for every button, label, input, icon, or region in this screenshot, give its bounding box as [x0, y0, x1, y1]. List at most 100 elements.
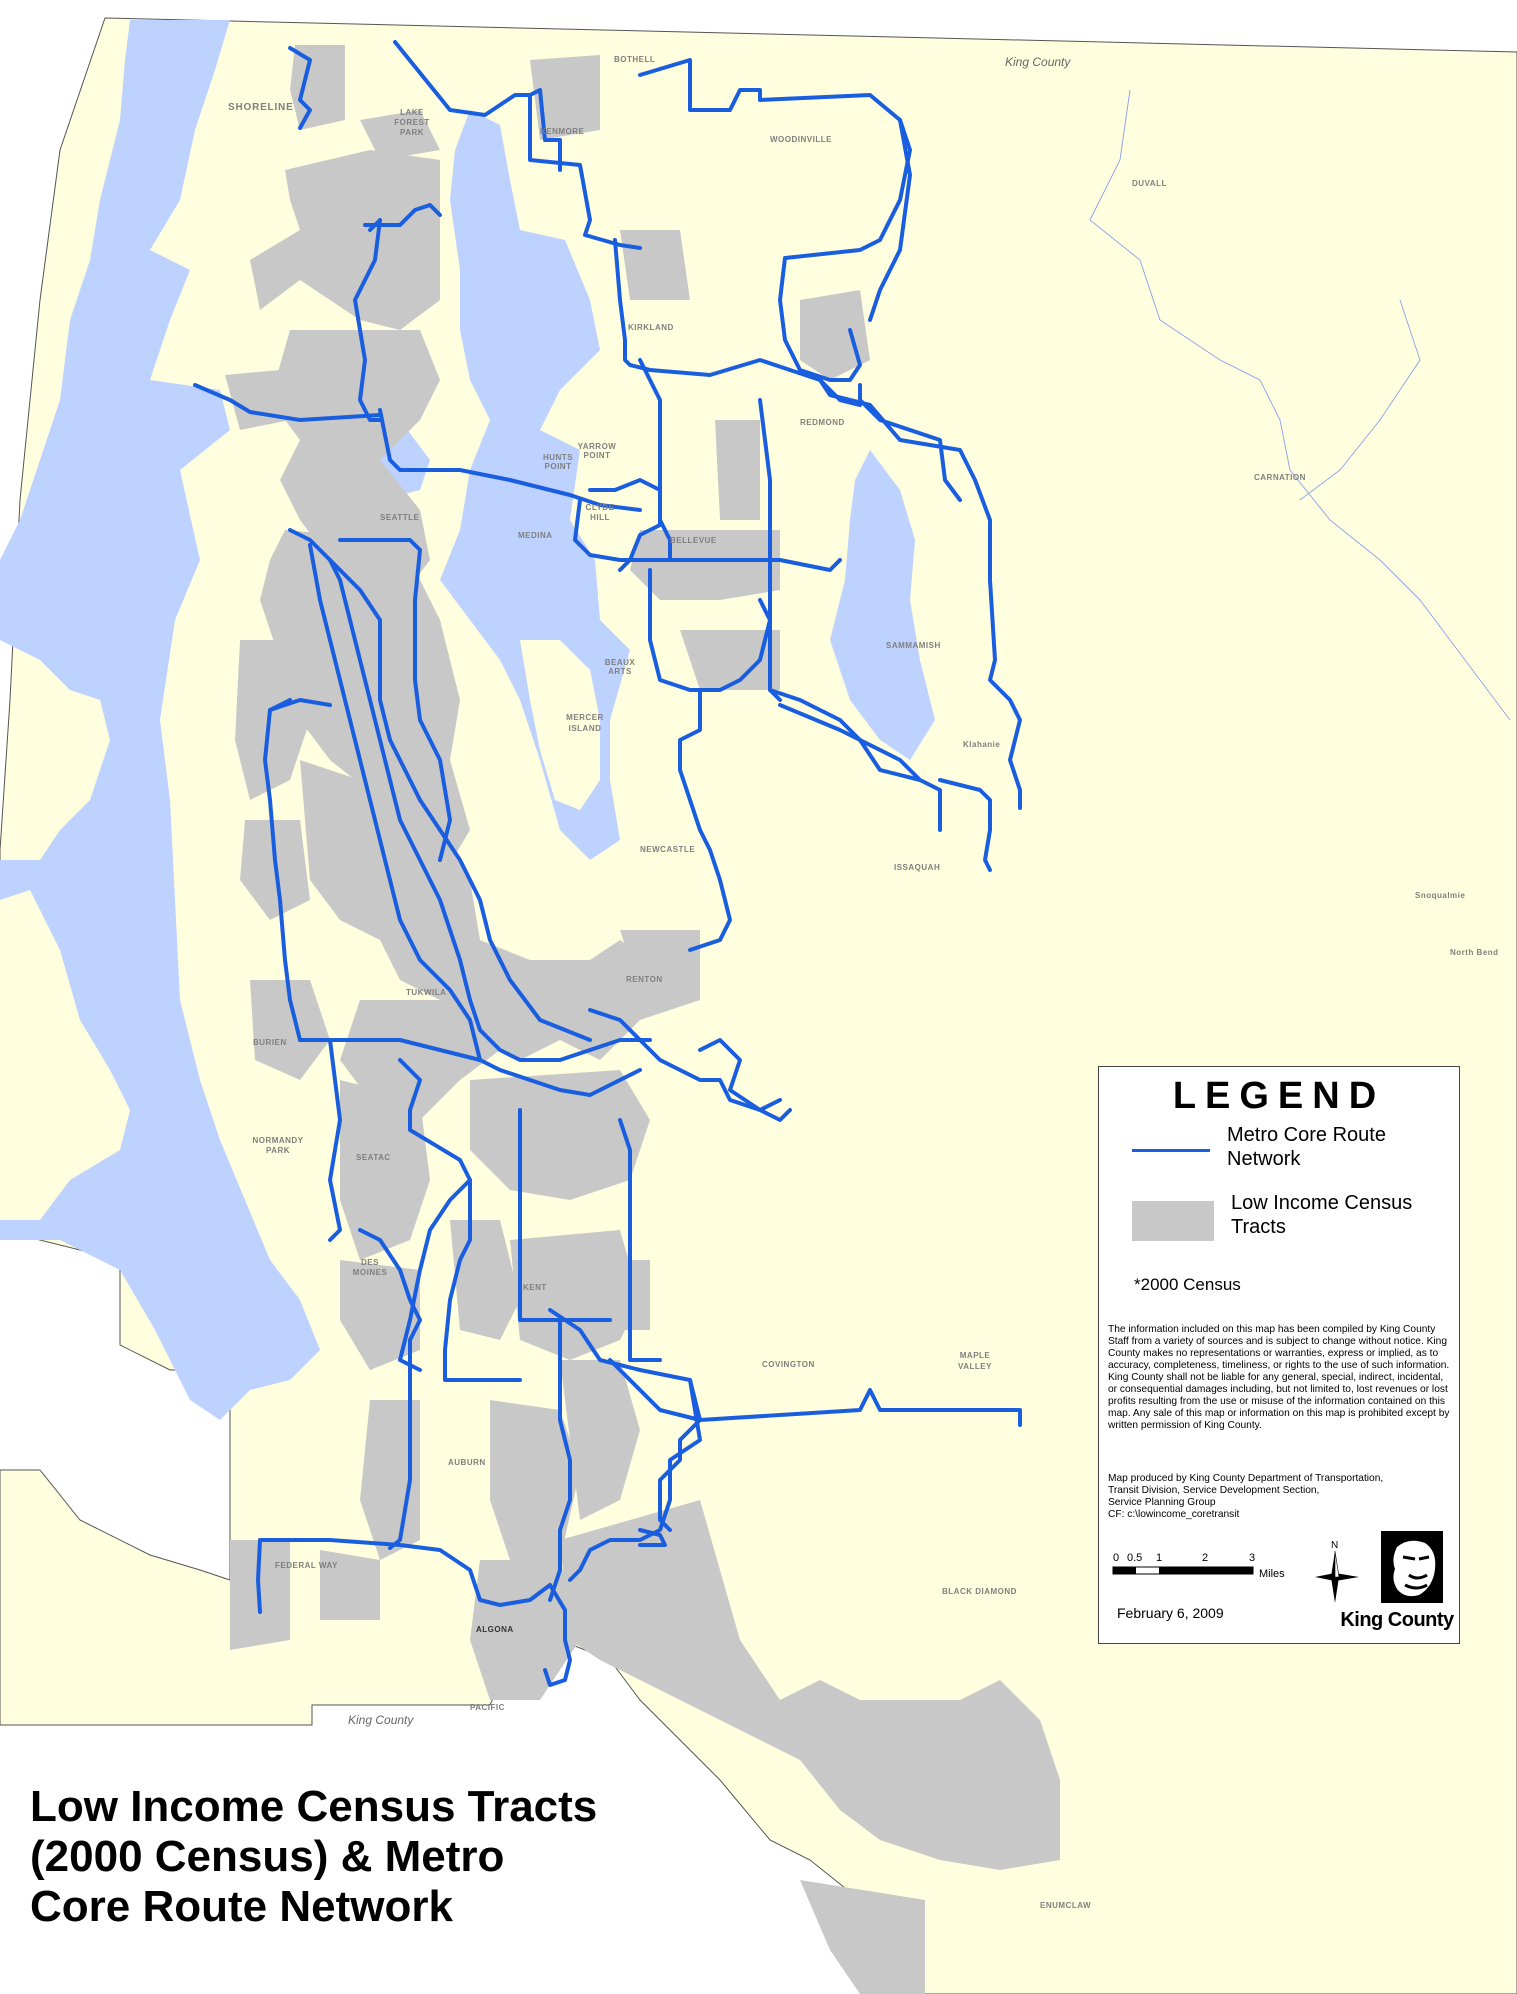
tract-auburn-2: [560, 1360, 640, 1520]
label-covington: COVINGTON: [762, 1360, 815, 1369]
label-carnation: CARNATION: [1254, 473, 1306, 482]
label-clyde-hill-2: HILL: [590, 513, 610, 522]
route-auburn-3: [638, 1528, 667, 1547]
route-auburn-2: [568, 1378, 702, 1582]
route-seatac: [328, 1038, 342, 1242]
label-redmond: REDMOND: [800, 418, 845, 427]
label-kenmore: KENMORE: [540, 127, 585, 136]
label-lake-forest-park-3: PARK: [400, 128, 424, 137]
route-ne-seattle: [378, 408, 642, 512]
legend-tract-label-line-2: Tracts: [1231, 1216, 1286, 1238]
legend-tract-label-line-1: Low Income Census: [1231, 1192, 1413, 1214]
route-woodinville-2: [868, 118, 912, 322]
legend-route-symbol: [1132, 1149, 1210, 1152]
label-des-moines-1: DES: [361, 1258, 379, 1267]
route-des-moines: [358, 1228, 422, 1550]
king-county-logo: King County: [1339, 1529, 1455, 1637]
label-seattle: SEATTLE: [380, 513, 420, 522]
tract-north-seattle: [250, 150, 440, 330]
tract-renton: [620, 930, 700, 990]
tract-redmond-2: [715, 420, 760, 520]
route-rainier: [328, 558, 592, 1042]
route-kent-3: [618, 1118, 662, 1362]
route-renton: [588, 1008, 792, 1122]
logo-portrait-face: [1393, 1540, 1436, 1597]
king-county-logo-text: King County: [1340, 1609, 1454, 1631]
route-eastgate: [768, 688, 942, 832]
scale-tick-2: 2: [1202, 1552, 1208, 1564]
route-seatac-2: [398, 1058, 472, 1372]
mercer-island: [520, 640, 600, 810]
tract-kent-2: [510, 1230, 640, 1360]
label-medina: MEDINA: [518, 531, 553, 540]
legend-tract-swatch: [1132, 1201, 1214, 1241]
tract-kent: [450, 1220, 520, 1340]
north-arrow-icon: N: [1315, 1540, 1359, 1603]
label-kent: KENT: [523, 1283, 547, 1292]
route-bellevue-n: [638, 358, 672, 562]
label-clyde-hill-1: CLYDE: [586, 503, 615, 512]
scale-tick-1: 1: [1156, 1552, 1162, 1564]
route-bellevue-s: [648, 568, 772, 692]
scale-unit: Miles: [1259, 1568, 1285, 1580]
map-date: February 6, 2009: [1117, 1605, 1224, 1621]
label-bellevue: BELLEVUE: [670, 536, 717, 545]
scale-tick-0-5: 0.5: [1127, 1552, 1142, 1564]
snoqualmie-river: [1089, 89, 1511, 721]
produced-by-line-2: Transit Division, Service Development Se…: [1108, 1485, 1320, 1496]
disclaimer-text: The information included on this map has…: [1108, 1324, 1450, 1431]
legend-route-label: Metro Core Route Network: [1227, 1123, 1386, 1171]
label-king-county-north: King County: [1005, 55, 1071, 69]
route-seattle-north-2: [363, 203, 442, 227]
tract-south-seattle: [300, 760, 700, 1060]
label-hunts-point-2: POINT: [545, 462, 572, 471]
route-covington: [608, 1358, 1022, 1427]
scale-bar-segment-1: [1113, 1567, 1136, 1574]
scale-bar-segment-2: [1159, 1567, 1206, 1574]
label-woodinville: WOODINVILLE: [770, 135, 832, 144]
route-kirkland: [613, 238, 862, 407]
route-bellevue-ring: [573, 498, 842, 572]
label-klahanie: Klahanie: [963, 740, 1000, 749]
label-black-diamond: BLACK DIAMOND: [942, 1587, 1017, 1596]
tract-auburn: [490, 1400, 580, 1560]
label-mercer-island-2: ISLAND: [569, 724, 602, 733]
route-renton-east: [698, 1038, 782, 1112]
map-title: Low Income Census Tracts (2000 Census) &…: [30, 1782, 750, 1932]
route-redmond-2: [858, 398, 962, 502]
north-arrow-highlight: [1334, 1550, 1340, 1578]
route-issaquah: [938, 778, 992, 872]
label-beaux-arts-2: ARTS: [608, 667, 632, 676]
tolt-river: [1299, 299, 1421, 501]
label-bothell: BOTHELL: [614, 55, 655, 64]
label-duvall: DUVALL: [1132, 179, 1167, 188]
legend-panel: LEGEND Metro Core Route Network Low Inco…: [1098, 1066, 1460, 1644]
tract-redmond: [800, 290, 870, 380]
label-des-moines-2: MOINES: [353, 1268, 388, 1277]
tract-south-rural: [560, 1500, 1060, 1870]
tract-federal-way-2: [320, 1550, 380, 1620]
route-redmond: [818, 378, 1022, 810]
tract-burien: [250, 980, 330, 1080]
produced-by-line-3: Service Planning Group: [1108, 1497, 1216, 1508]
route-newcastle: [678, 688, 732, 952]
produced-by-line-1: Map produced by King County Department o…: [1108, 1473, 1384, 1484]
label-tukwila: TUKWILA: [406, 988, 446, 997]
logo-portrait-features: [1402, 1555, 1430, 1590]
label-beaux-arts-1: BEAUX: [605, 658, 636, 667]
label-burien: BURIEN: [253, 1038, 287, 1047]
label-lake-forest-park-2: FOREST: [394, 118, 429, 127]
label-federal-way: FEDERAL WAY: [275, 1561, 338, 1570]
label-maple-valley-1: MAPLE: [960, 1351, 991, 1360]
label-lake-forest-park-1: LAKE: [400, 108, 424, 117]
route-federal-way-2: [256, 1538, 262, 1614]
route-seattle-north: [353, 218, 382, 422]
census-note: *2000 Census: [1134, 1275, 1241, 1294]
label-algona: ALGONA: [476, 1625, 514, 1634]
label-shoreline: SHORELINE: [228, 102, 294, 113]
route-algona: [543, 1583, 572, 1687]
produced-by-text: Map produced by King County Department o…: [1108, 1473, 1452, 1521]
route-west-seattle-2: [268, 698, 332, 712]
tract-kent-east: [615, 1260, 650, 1330]
